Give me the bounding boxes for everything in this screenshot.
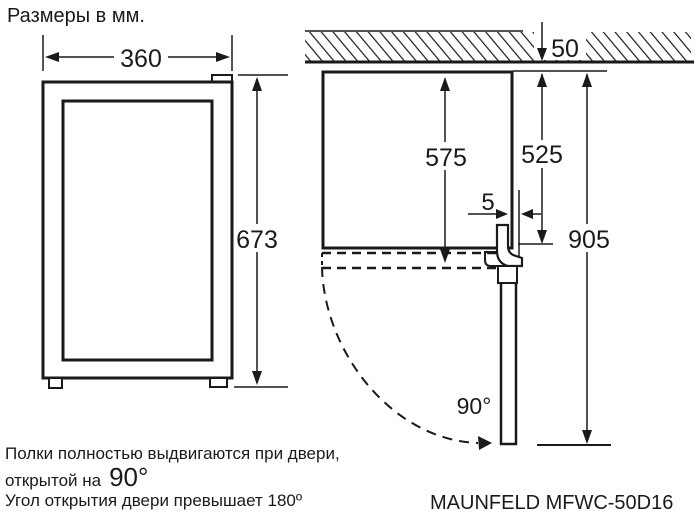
- dim-total-depth: 905: [537, 73, 612, 446]
- arrowhead-icon: [440, 77, 450, 91]
- door-swing-arc: 90°: [321, 266, 492, 450]
- arrowhead-icon: [496, 209, 508, 219]
- note-shelves-line2-text: открытой на: [5, 471, 102, 490]
- dim-door-clearance: 5: [468, 189, 541, 264]
- label-mask: [564, 224, 612, 252]
- front-foot-right: [209, 377, 228, 388]
- label-mask: [423, 142, 468, 170]
- arrowhead-icon: [582, 430, 592, 444]
- label-mask: [234, 224, 280, 252]
- shelf-depth-label: 575: [425, 144, 467, 172]
- note-door-angle: Угол открытия двери превышает 180º: [5, 491, 303, 510]
- front-door-glass: [61, 99, 214, 362]
- dim-cabinet-depth: 525: [518, 73, 565, 245]
- door-clearance-label: 5: [481, 189, 494, 216]
- total-depth-label: 905: [568, 226, 610, 254]
- wall-gap-label: 50: [551, 35, 579, 63]
- front-width-label: 360: [120, 45, 162, 73]
- dim-front-height: 673: [234, 74, 288, 388]
- front-foot-left: [48, 377, 63, 389]
- door-hinge-block: [497, 265, 518, 284]
- swing-arc-dashed: [321, 266, 479, 444]
- hinge-arm: [495, 223, 524, 268]
- arrowhead-icon: [216, 52, 230, 62]
- arrowhead-icon: [537, 230, 547, 244]
- arrowhead-icon: [582, 73, 592, 87]
- label-mask: [114, 42, 168, 70]
- page-title: Размеры в мм.: [7, 5, 145, 27]
- arrowhead-icon: [252, 371, 262, 385]
- side-view: 50 575: [305, 22, 694, 450]
- note-shelves-angle: 90°: [109, 462, 149, 492]
- arrowhead-icon: [478, 436, 492, 450]
- wall-hatching: [305, 32, 691, 61]
- model-label: MAUNFELD MFWC-50D16: [430, 492, 674, 514]
- arrowhead-icon: [440, 249, 450, 263]
- extended-shelf-outline: [321, 251, 497, 270]
- front-outer-frame: [41, 80, 234, 380]
- dim-shelf-depth: 575: [423, 77, 468, 263]
- cabinet-depth-label: 525: [521, 141, 563, 169]
- front-height-label: 673: [236, 226, 278, 254]
- cabinet-body: [321, 70, 514, 250]
- open-door: [484, 223, 524, 446]
- door-panel-open: [499, 268, 518, 446]
- hinge-bracket: [484, 251, 508, 267]
- note-shelves-line2: открытой на 90°: [5, 462, 148, 493]
- front-view: 360 673: [41, 35, 288, 389]
- note-shelves-line1: Полки полностью выдвигаются при двери,: [5, 444, 340, 463]
- label-mask: [519, 140, 565, 168]
- dim-wall-gap: 50: [537, 22, 579, 63]
- arrowhead-icon: [521, 209, 533, 219]
- arrowhead-icon: [537, 73, 547, 87]
- arrowhead-icon: [537, 48, 547, 61]
- arrowhead-icon: [45, 52, 59, 62]
- door-angle-label: 90°: [457, 393, 492, 419]
- dim-front-width: 360: [42, 35, 233, 73]
- arrowhead-icon: [252, 77, 262, 91]
